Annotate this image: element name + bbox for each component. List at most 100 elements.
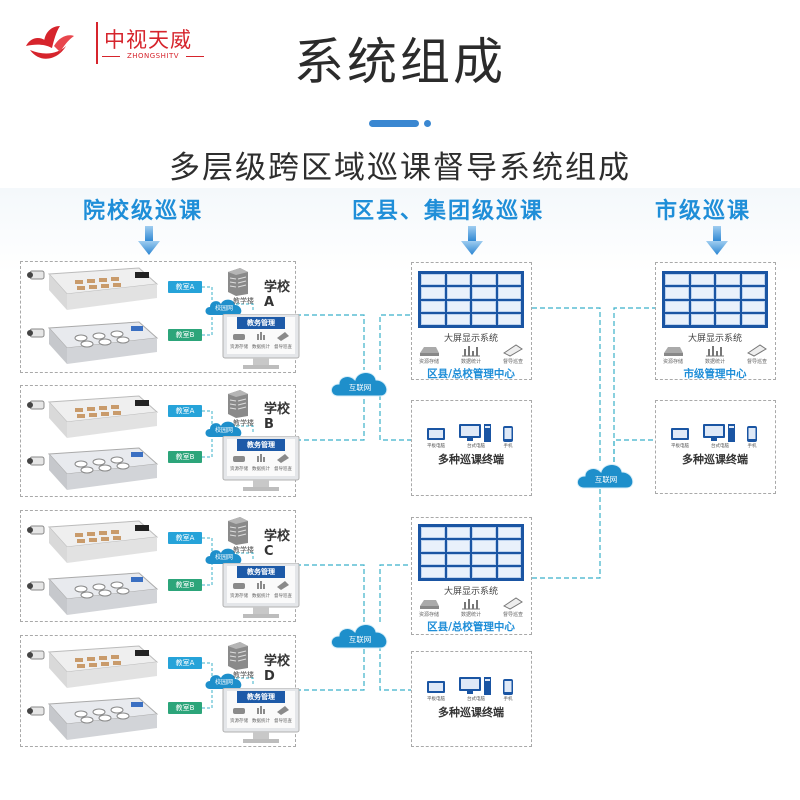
admin-item: 督导巡查 (274, 467, 292, 472)
admin-title: 教务管理 (237, 691, 285, 703)
down-arrow-icon (138, 226, 160, 255)
statistics-icon (706, 346, 724, 357)
video-wall-label: 大屏显示系统 (443, 587, 498, 597)
down-arrow-icon (461, 226, 483, 255)
admin-monitor: 教务管理 资源存储 数据统计 督导巡查 (219, 687, 303, 746)
campus-network-cloud: 校园网 (204, 545, 244, 565)
classroom-b-tag: 教室B (168, 451, 202, 463)
camera-icon (27, 706, 45, 716)
admin-item: 数据统计 (252, 345, 270, 350)
device-label: 平板电脑 (671, 444, 689, 449)
campus-network-cloud: 校园网 (204, 418, 244, 438)
terminals-label: 多种巡课终端 (682, 453, 748, 466)
page-title: 系统组成 (294, 33, 506, 91)
internet-label: 互联网 (348, 635, 372, 644)
building-icon (228, 390, 248, 418)
admin-item: 数据统计 (252, 719, 270, 724)
phone-icon (747, 426, 757, 442)
building-icon (228, 268, 248, 296)
center-name: 区县/总校管理中心 (427, 368, 515, 380)
camera-icon (27, 270, 45, 280)
phone-icon (503, 679, 513, 695)
device-label: 平板电脑 (427, 697, 445, 702)
admin-title: 教务管理 (237, 317, 285, 329)
desktop-computer-icon (459, 424, 491, 442)
internet-label: 互联网 (594, 475, 618, 484)
lecture-classroom-illustration (47, 645, 159, 688)
desktop-computer-icon (703, 424, 735, 442)
device-label: 平板电脑 (427, 444, 445, 449)
admin-monitor: 教务管理 资源存储 数据统计 督导巡查 (219, 435, 303, 494)
level-heading-city: 市级巡课 (655, 199, 752, 224)
school-name: 学校D (264, 654, 291, 684)
admin-item: 督导巡查 (274, 594, 292, 599)
storage-icon (664, 347, 683, 356)
admin-item: 资源存储 (230, 719, 248, 724)
school-name: 学校C (264, 529, 291, 559)
school-panel-c: 教室A 教室B 校园网 教学楼 学校C 教务管理 资源存储 数据统计 督导巡查 (20, 510, 300, 622)
flower-logo-icon (26, 26, 74, 59)
logo-divider (96, 22, 98, 64)
building-label: 教学楼 (233, 671, 254, 679)
building-icon (228, 642, 248, 670)
inspection-icon (503, 344, 523, 357)
video-wall-label: 大屏显示系统 (443, 334, 498, 344)
camera-icon (27, 650, 45, 660)
campus-links (202, 286, 254, 336)
device-label: 台式电脑 (467, 697, 485, 702)
campus-network-cloud: 校园网 (204, 296, 244, 316)
internet-cloud: 互联网 (574, 460, 638, 490)
group-classroom-illustration (47, 697, 159, 740)
building-label: 教学楼 (233, 419, 254, 427)
classroom-b-tag: 教室B (168, 702, 202, 714)
classroom-b-tag: 教室B (168, 329, 202, 341)
camera-icon (27, 525, 45, 535)
campus-links (202, 662, 254, 709)
terminals-label: 多种巡课终端 (438, 453, 504, 466)
campus-network-label: 校园网 (214, 427, 233, 434)
tablet-icon (671, 428, 689, 440)
building-label: 教学楼 (233, 297, 254, 305)
video-wall-label: 大屏显示系统 (687, 334, 742, 344)
brand-name-en: ZHONGSHITV (102, 52, 204, 60)
page-subtitle: 多层级跨区域巡课督导系统组成 (169, 150, 631, 186)
school-name: 学校A (264, 280, 291, 310)
service-label: 资源存储 (418, 359, 439, 365)
service-label: 督导巡查 (502, 612, 523, 618)
group-classroom-illustration (47, 321, 159, 364)
admin-item: 资源存储 (230, 594, 248, 599)
classroom-a-tag: 教室A (168, 405, 202, 417)
internet-label: 互联网 (348, 383, 372, 392)
admin-item: 数据统计 (252, 594, 270, 599)
building-icon (228, 517, 248, 545)
group-classroom-illustration (47, 447, 159, 490)
brand-logo: 中视天威 ZHONGSHITV (22, 20, 204, 66)
campus-network-label: 校园网 (214, 305, 233, 312)
desktop-computer-icon (459, 677, 491, 695)
lecture-classroom-illustration (47, 520, 159, 563)
city-center-panel: 大屏显示系统 资源存储 数据统计 督导巡查 市级管理中心 (655, 262, 776, 380)
terminals-panel-2: 平板电脑 台式电脑 手机 多种巡课终端 (411, 651, 532, 747)
campus-network-label: 校园网 (214, 679, 233, 686)
classroom-a-tag: 教室A (168, 657, 202, 669)
cloud-icon (576, 464, 634, 489)
admin-item: 督导巡查 (274, 345, 292, 350)
camera-icon (27, 328, 45, 338)
admin-title: 教务管理 (237, 439, 285, 451)
title-decoration (369, 120, 433, 128)
storage-icon (420, 600, 439, 609)
inspection-icon (747, 344, 767, 357)
school-panel-a: 教室A 教室B 校园网 教学楼 学校A 教务管理 资源存储 数据统计 督导巡查 (20, 261, 300, 373)
school-name: 学校B (264, 402, 291, 432)
down-arrow-icon (706, 226, 728, 255)
lecture-classroom-illustration (47, 267, 159, 310)
device-label: 手机 (747, 444, 757, 449)
camera-icon (27, 400, 45, 410)
classroom-a-tag: 教室A (168, 281, 202, 293)
admin-monitor: 教务管理 资源存储 数据统计 督导巡查 (219, 562, 303, 621)
statistics-icon (462, 346, 480, 357)
camera-icon (27, 456, 45, 466)
service-label: 数据统计 (460, 359, 481, 365)
center-name: 市级管理中心 (683, 368, 747, 380)
